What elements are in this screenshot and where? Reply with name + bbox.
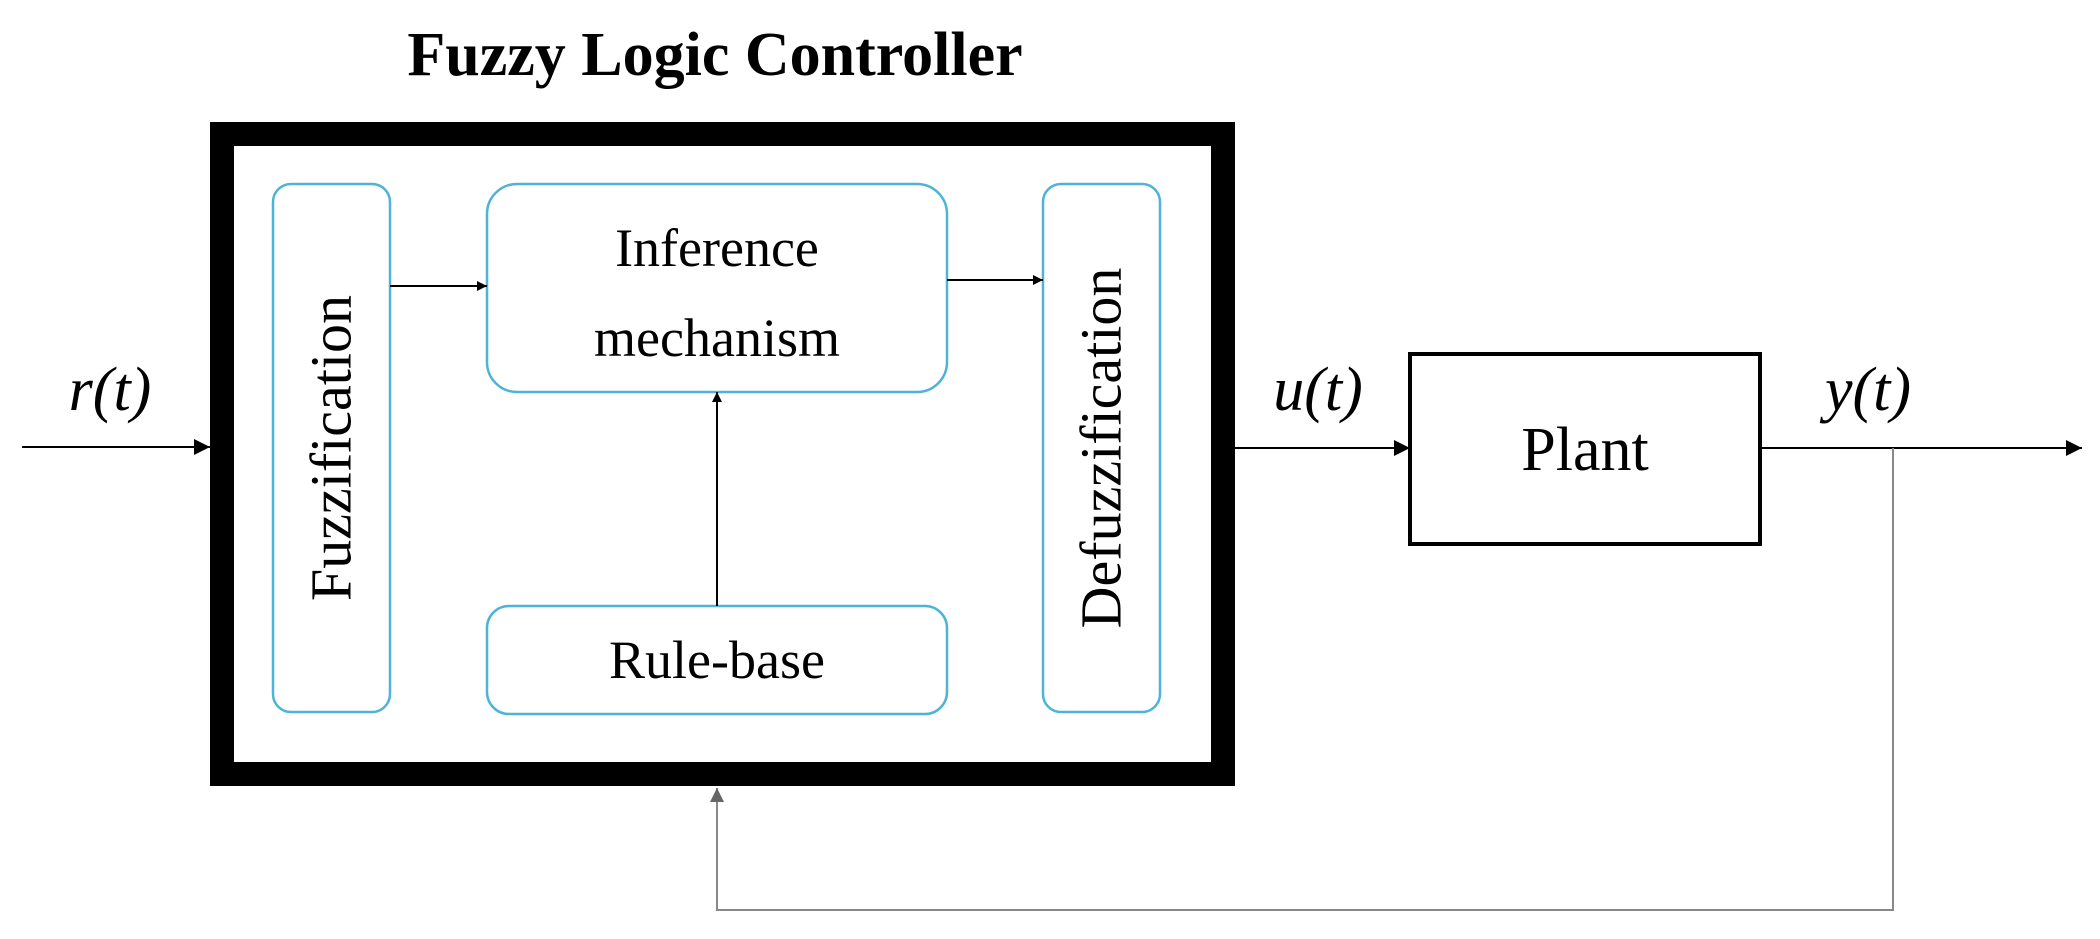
control-signal-label: u(t) [1273,356,1363,424]
rule-base-label: Rule-base [609,630,825,690]
plant-label: Plant [1521,416,1648,484]
feedback-path [710,448,1894,911]
fuzzification-label: Fuzzification [299,295,364,601]
diagram-title: Fuzzy Logic Controller [407,21,1022,89]
fuzzification-block [271,182,392,714]
defuzzification-label: Defuzzification [1069,268,1134,629]
reference-signal-label: r(t) [69,356,152,424]
output-signal-label: y(t) [1819,356,1911,424]
plant-block [1408,352,1762,546]
defuzzification-block [1041,182,1162,714]
inference-label-line1: Inference [615,218,819,278]
inference-label-line2: mechanism [594,308,840,368]
